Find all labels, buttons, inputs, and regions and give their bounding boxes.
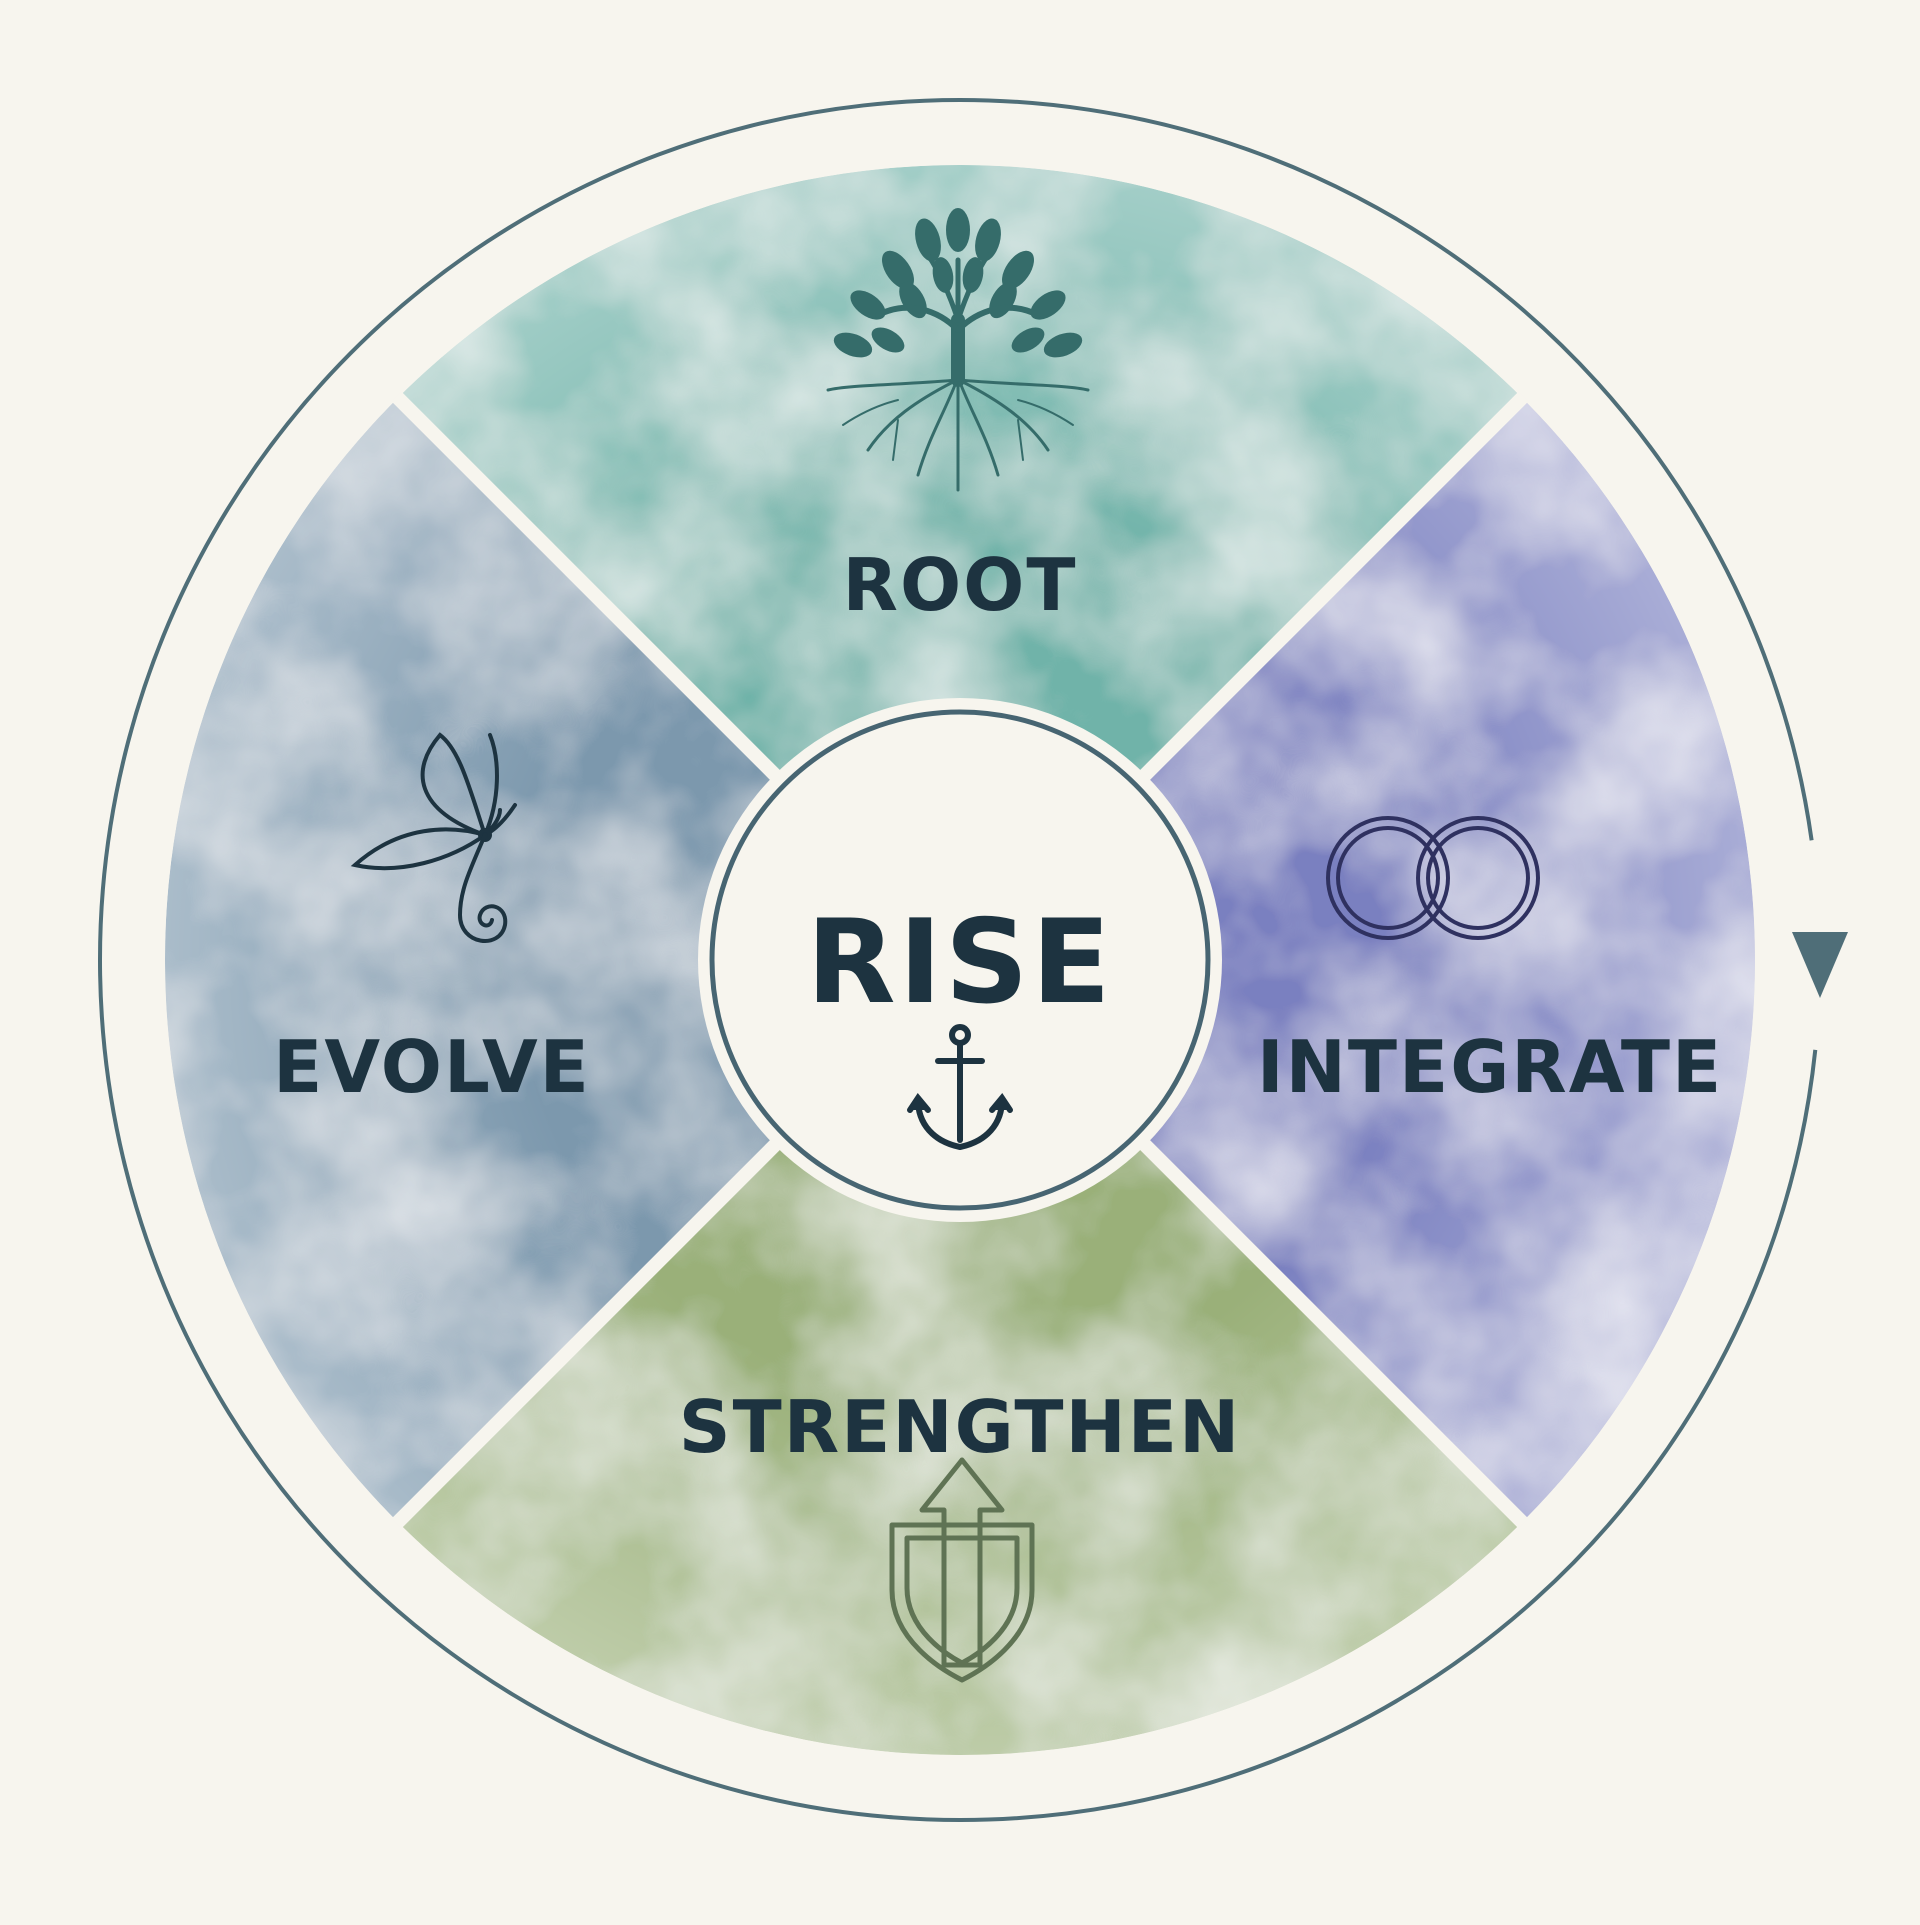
segment-label-root: ROOT [843,543,1078,627]
tree-of-life-icon [826,208,1090,492]
segment-label-strengthen: STRENGTHEN [679,1385,1242,1469]
center-label: RISE [806,895,1113,1030]
segment-label-integrate: INTEGRATE [1257,1025,1723,1109]
butterfly-spiral-icon [350,732,517,943]
arrow-shield-icon [889,1457,1035,1683]
center-hub: RISE [698,698,1222,1222]
segment-divider [1136,391,1529,784]
segment-divider [391,1136,784,1529]
interlocking-rings-icon [1326,816,1540,940]
segment-divider [1136,1136,1529,1529]
cycle-arrow-icon [98,98,1848,1822]
segment-dividers [391,391,1529,1529]
anchor-icon [907,1024,1013,1151]
segment-label-evolve: EVOLVE [273,1025,591,1109]
segment-divider [391,391,784,784]
